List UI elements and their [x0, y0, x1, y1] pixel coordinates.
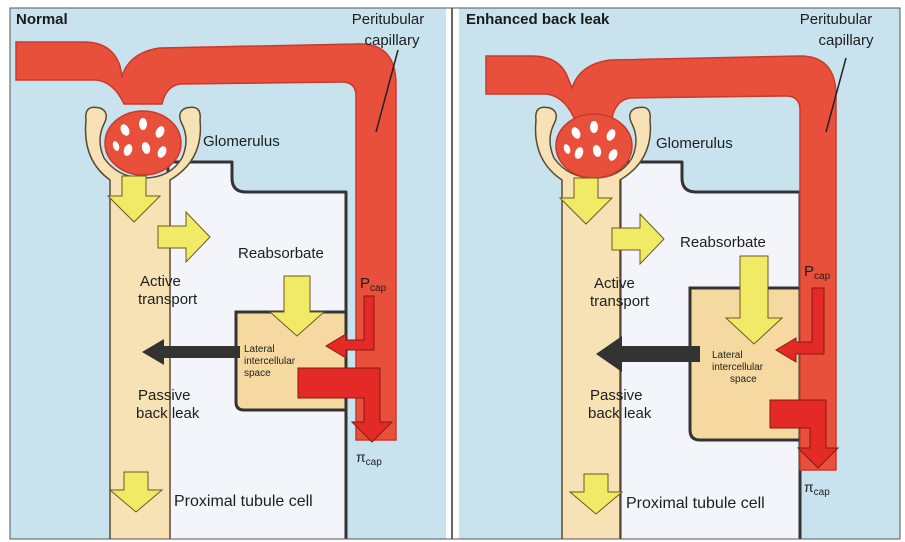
- capillary-label-line2: capillary: [818, 32, 874, 49]
- passive-back-leak-label: Passive: [590, 387, 643, 404]
- proximal-tubule-label: Proximal tubule cell: [626, 495, 765, 512]
- proximal-tubule-label: Proximal tubule cell: [174, 493, 313, 510]
- lateral-space-label: Lateral: [244, 344, 275, 355]
- capillary-label-line1: Peritubular: [352, 11, 425, 28]
- active-transport-label: transport: [590, 293, 650, 310]
- panel-title: Normal: [16, 11, 68, 28]
- active-transport-label: Active: [140, 273, 181, 290]
- capillary-label-line2: capillary: [364, 32, 420, 49]
- lateral-space-label: space: [244, 368, 271, 379]
- lateral-space-label: Lateral: [712, 350, 743, 361]
- panel-title: Enhanced back leak: [466, 11, 610, 28]
- active-transport-label: transport: [138, 291, 198, 308]
- reabsorbate-label: Reabsorbate: [238, 245, 324, 262]
- lateral-space-label: intercellular: [244, 356, 296, 367]
- panel-enhanced: Enhanced back leak Peritubular capillary…: [459, 8, 900, 540]
- capillary-label-line1: Peritubular: [800, 11, 873, 28]
- reabsorbate-label: Reabsorbate: [680, 234, 766, 251]
- passive-back-leak-label: back leak: [588, 405, 652, 422]
- lateral-space-label: intercellular: [712, 362, 764, 373]
- lateral-space-label: space: [730, 374, 757, 385]
- passive-back-leak-label: Passive: [138, 387, 191, 404]
- passive-back-leak-label: back leak: [136, 405, 200, 422]
- glomerulus-label: Glomerulus: [203, 133, 280, 150]
- active-transport-label: Active: [594, 275, 635, 292]
- glomerulus-label: Glomerulus: [656, 135, 733, 152]
- panel-normal: Normal Peritubular capillary Glomerulus …: [10, 8, 446, 540]
